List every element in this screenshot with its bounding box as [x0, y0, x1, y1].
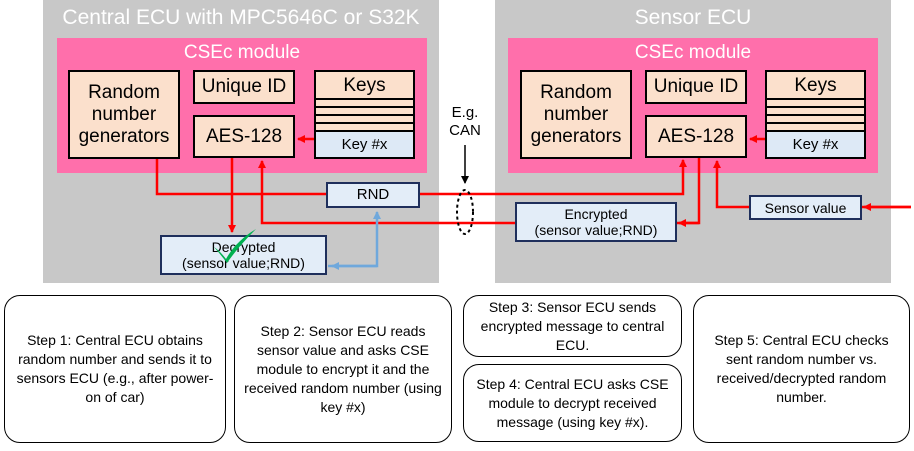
step-4: Step 4: Central ECU asks CSE module to d…	[463, 364, 682, 442]
sensor-unique-id-block: Unique ID	[645, 70, 747, 104]
sensor-aes-block: AES-128	[645, 115, 747, 158]
can-label-line1: E.g.	[451, 104, 479, 121]
sensor-key-x: Key #x	[765, 130, 866, 159]
central-keys-block: Keys Key #x	[314, 70, 415, 159]
encrypted-line2: (sensor value;RND)	[534, 222, 658, 238]
encrypted-message-box: Encrypted (sensor value;RND)	[515, 202, 677, 242]
can-label-line2: CAN	[449, 122, 481, 139]
central-cse-title: CSEc module	[183, 42, 301, 63]
encrypted-line1: Encrypted	[564, 206, 628, 222]
sensor-rng-block: Random number generators	[520, 70, 632, 159]
decrypted-line2: (sensor value;RND)	[182, 255, 305, 271]
central-unique-id-block: Unique ID	[193, 70, 295, 104]
check-mark-icon	[214, 229, 256, 263]
central-keys-title: Keys	[343, 75, 386, 96]
step-3: Step 3: Sensor ECU sends encrypted messa…	[463, 295, 682, 357]
decrypted-line1: Decrypted	[211, 239, 276, 255]
step-2: Step 2: Sensor ECU reads sensor value an…	[234, 295, 452, 443]
step-1: Step 1: Central ECU obtains random numbe…	[4, 295, 226, 443]
sensor-keys-title: Keys	[794, 75, 837, 96]
sensor-cse-title: CSEc module	[634, 42, 752, 63]
rnd-message-box: RND	[326, 182, 420, 208]
sensor-ecu-title: Sensor ECU	[634, 6, 752, 29]
central-aes-block: AES-128	[193, 115, 295, 158]
can-bus-label: E.g. CAN	[440, 104, 490, 140]
central-key-x: Key #x	[314, 130, 415, 159]
can-bus-ellipse	[456, 189, 474, 235]
central-ecu-title: Central ECU with MPC5646C or S32K	[62, 6, 420, 29]
sensor-value-box: Sensor value	[749, 195, 862, 220]
rnd-path	[155, 159, 687, 196]
step-5: Step 5: Central ECU checks sent random n…	[693, 295, 910, 443]
encrypted-path	[258, 158, 701, 225]
compare-path	[328, 211, 381, 268]
sensor-keys-block: Keys Key #x	[765, 70, 866, 159]
central-rng-block: Random number generators	[68, 70, 180, 159]
